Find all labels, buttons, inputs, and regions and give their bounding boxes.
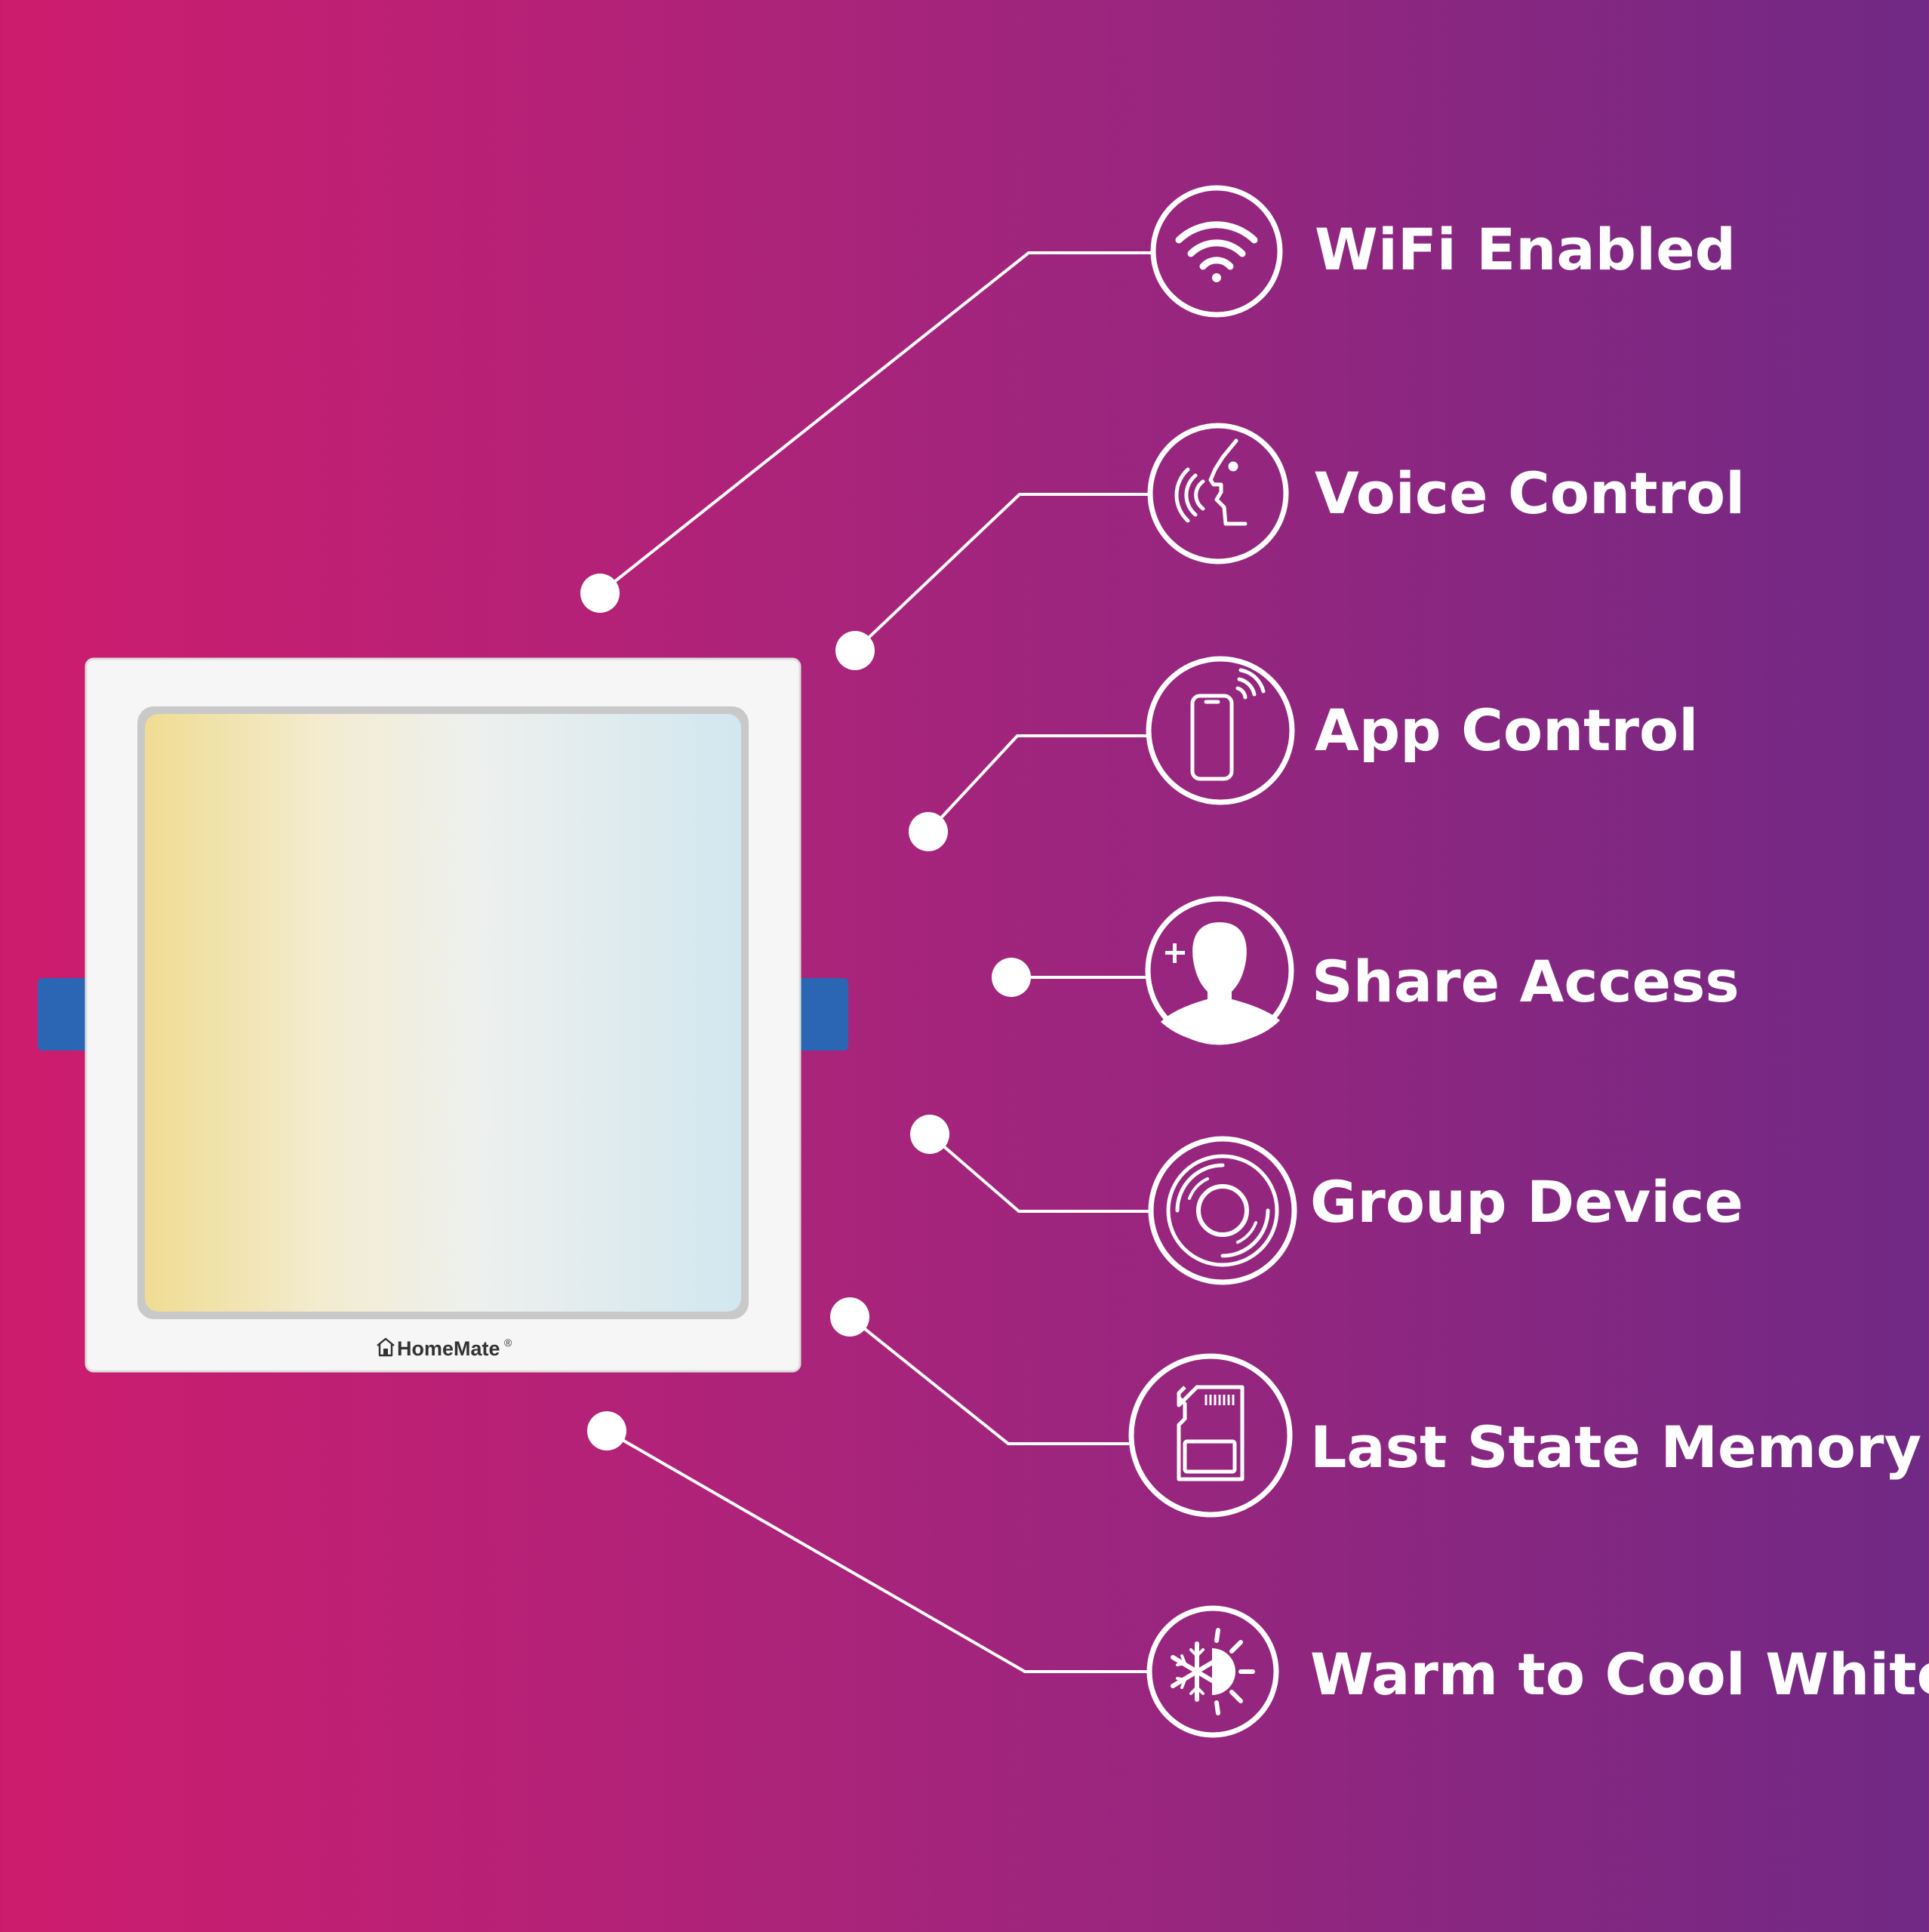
feature-label-share: Share Access	[1312, 948, 1740, 1015]
feature-label-warmcool: Warm to Cool White	[1310, 1641, 1929, 1708]
connector-dots	[580, 574, 1031, 1451]
smartphone-icon	[1190, 668, 1266, 781]
group-rings-icon	[1166, 1154, 1279, 1267]
dot-voice	[835, 631, 875, 670]
feature-label-memory: Last State Memory	[1310, 1414, 1922, 1481]
connectors	[598, 251, 1153, 1673]
feature-label-wifi: WiFi Enabled	[1315, 216, 1737, 283]
dot-warmcool	[587, 1411, 626, 1451]
feature-label-app: App Control	[1315, 697, 1699, 764]
dot-share	[992, 958, 1031, 997]
voice-icon	[1174, 438, 1248, 526]
snowflake-sun-icon	[1171, 1628, 1255, 1715]
dot-wifi	[580, 574, 620, 613]
dot-app	[909, 812, 948, 851]
add-user-icon	[1161, 922, 1280, 1043]
brand-trademark: ®	[504, 1337, 512, 1349]
connector-warmcool	[606, 1429, 1147, 1673]
connector-app	[927, 734, 1149, 833]
house-logo-icon	[377, 1337, 395, 1357]
connector-voice	[854, 493, 1150, 652]
panel-clip-left	[38, 978, 91, 1051]
panel-light-surface	[145, 714, 741, 1312]
brand-name: HomeMate	[397, 1337, 500, 1360]
dot-group	[910, 1115, 949, 1154]
wifi-icon	[1175, 221, 1258, 282]
connector-wifi	[598, 251, 1153, 595]
panel-clip-right	[795, 978, 848, 1051]
feature-label-group: Group Device	[1310, 1168, 1743, 1235]
memory-card-icon	[1177, 1385, 1244, 1481]
feature-label-voice: Voice Control	[1315, 460, 1746, 527]
connector-memory	[848, 1315, 1129, 1445]
led-panel: HomeMate ®	[38, 657, 848, 1373]
connector-group	[928, 1133, 1150, 1213]
dot-memory	[830, 1297, 869, 1337]
